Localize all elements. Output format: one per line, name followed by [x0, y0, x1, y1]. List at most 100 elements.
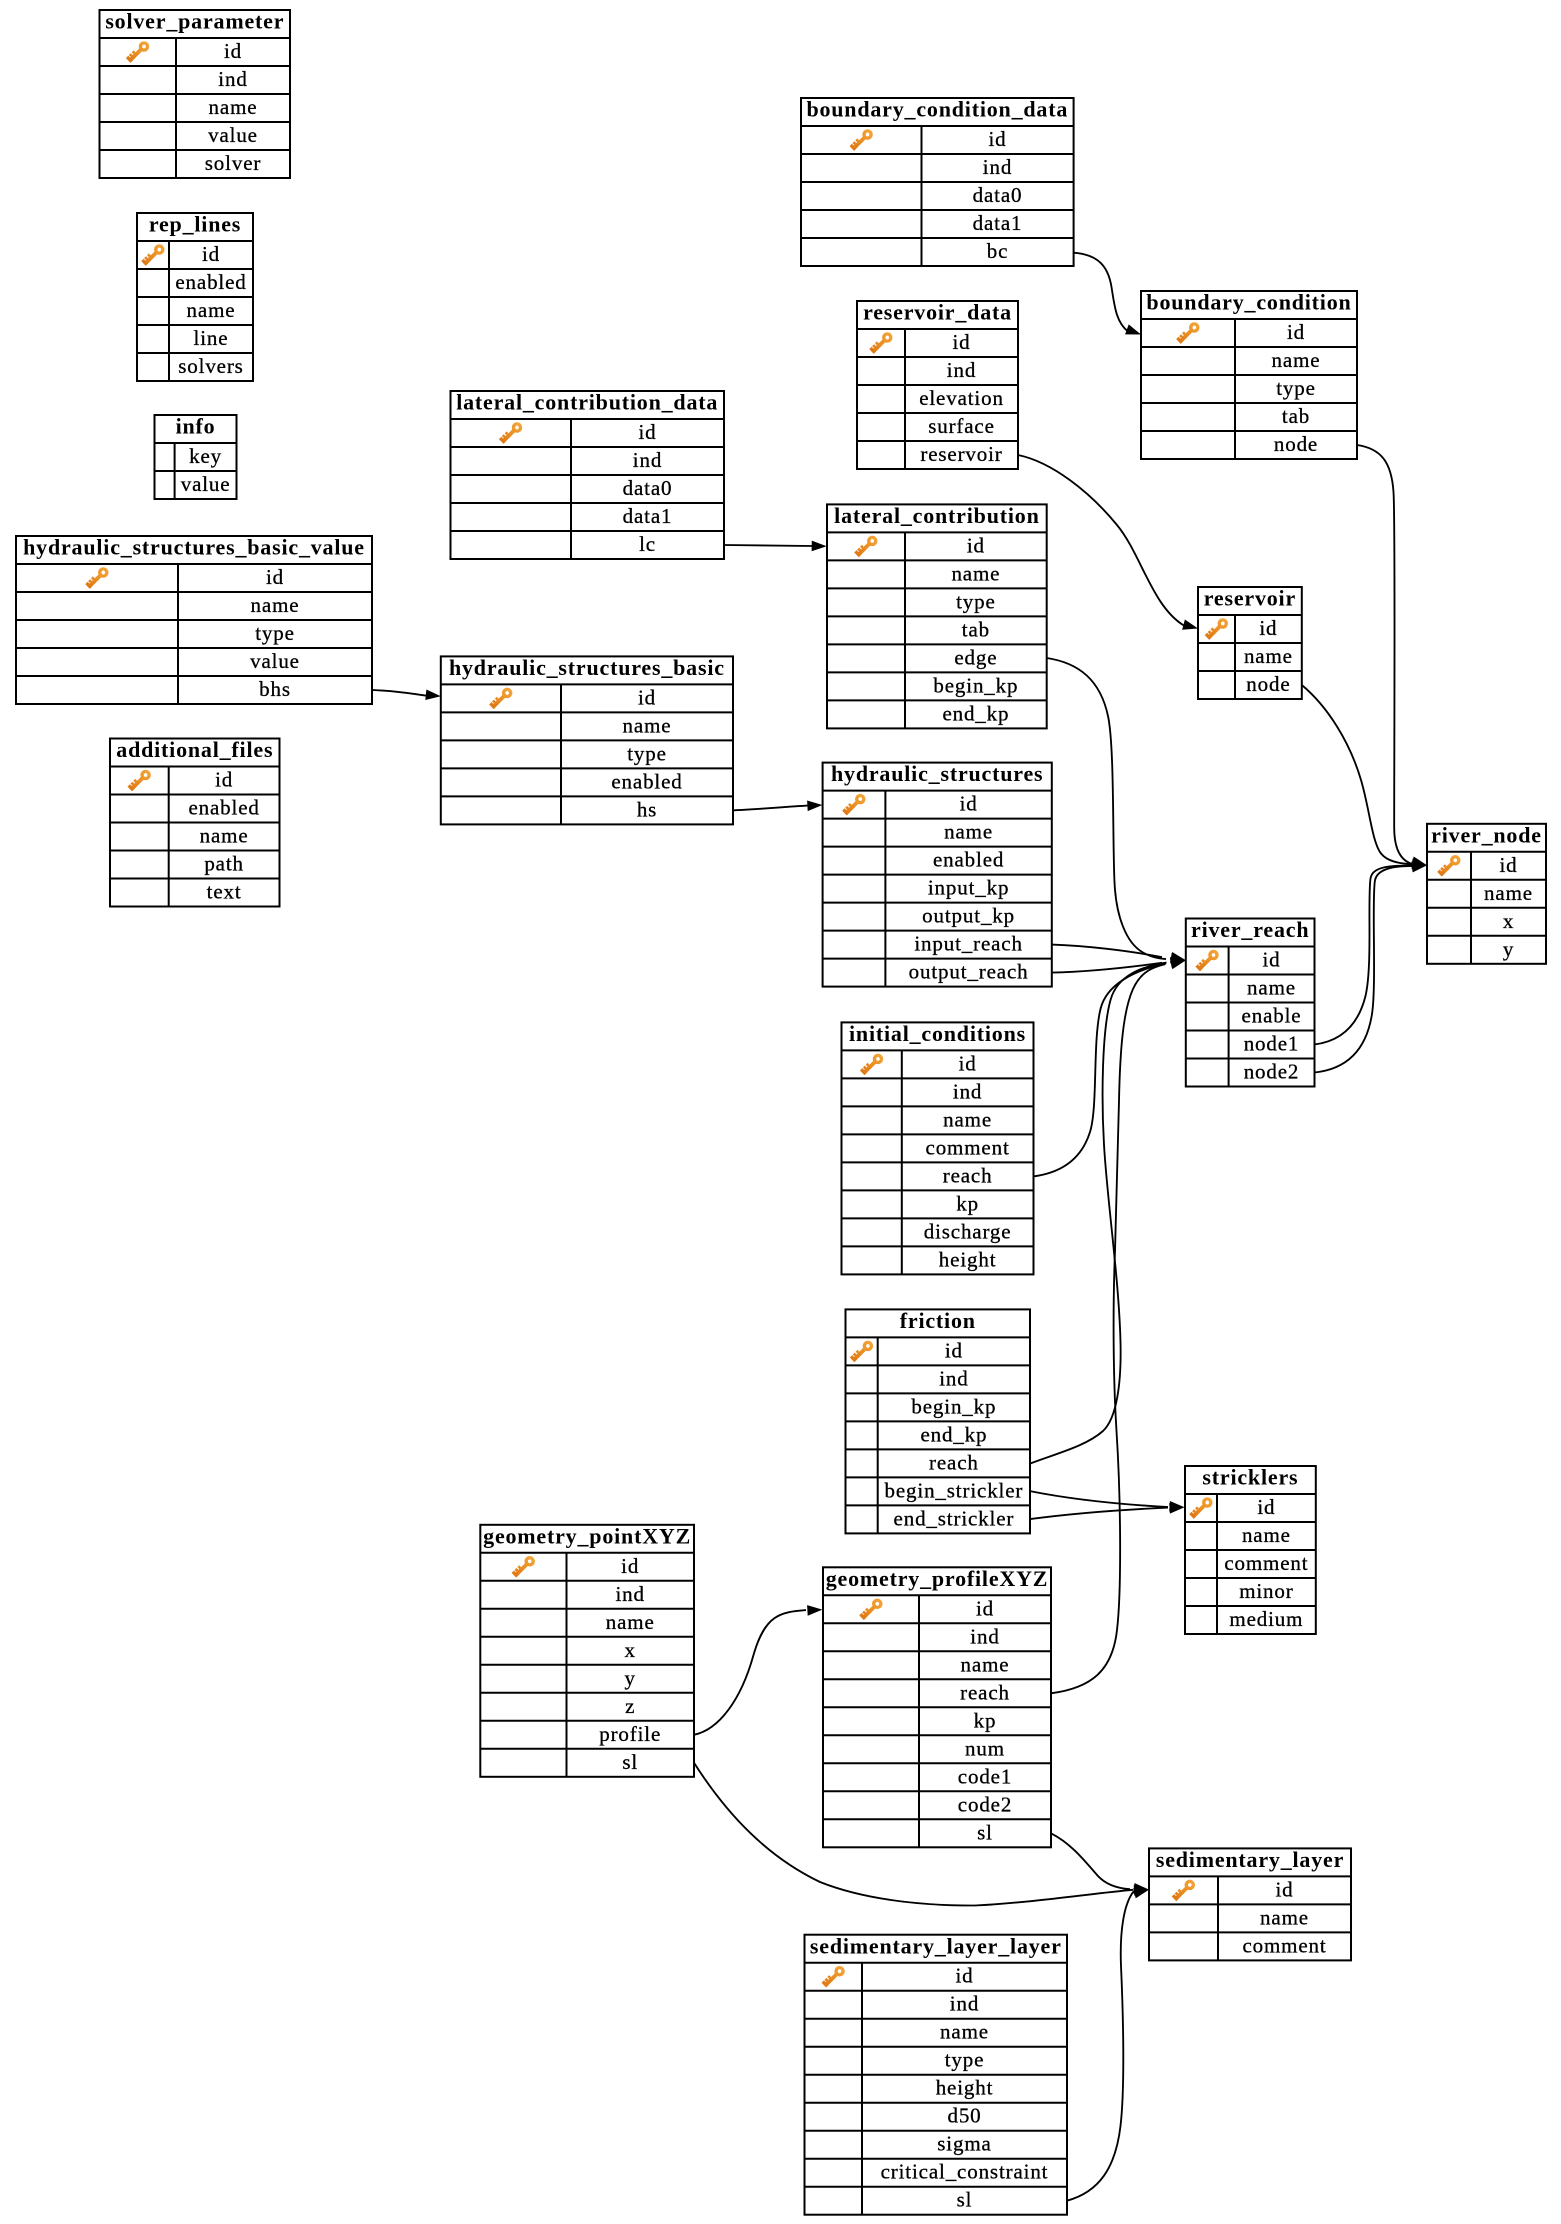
svg-text:hydraulic_structures_basic: hydraulic_structures_basic — [449, 655, 725, 680]
svg-text:sedimentary_layer: sedimentary_layer — [1156, 1847, 1344, 1872]
svg-text:text: text — [207, 880, 242, 904]
svg-text:node: node — [1274, 432, 1318, 456]
svg-text:solver_parameter: solver_parameter — [105, 9, 284, 34]
svg-text:additional_files: additional_files — [116, 737, 273, 762]
svg-text:comment: comment — [1242, 1933, 1326, 1957]
svg-text:enabled: enabled — [188, 796, 259, 820]
svg-text:geometry_pointXYZ: geometry_pointXYZ — [483, 1523, 691, 1548]
svg-text:info: info — [176, 414, 216, 439]
svg-text:code2: code2 — [958, 1792, 1012, 1816]
svg-text:critical_constraint: critical_constraint — [881, 2160, 1049, 2184]
svg-text:ind: ind — [970, 1624, 999, 1648]
svg-text:surface: surface — [928, 414, 995, 438]
svg-text:id: id — [1262, 948, 1280, 972]
svg-text:ind: ind — [950, 1992, 979, 2016]
svg-text:node2: node2 — [1244, 1060, 1300, 1084]
svg-text:id: id — [955, 1964, 973, 1988]
svg-text:boundary_condition: boundary_condition — [1146, 290, 1351, 315]
svg-text:id: id — [960, 792, 978, 816]
svg-text:hydraulic_structures_basic_val: hydraulic_structures_basic_value — [23, 535, 365, 560]
svg-text:data0: data0 — [973, 183, 1023, 207]
svg-text:ind: ind — [939, 1366, 968, 1390]
svg-text:value: value — [181, 472, 231, 496]
svg-text:name: name — [623, 713, 672, 737]
svg-text:z: z — [625, 1694, 635, 1718]
svg-text:id: id — [1499, 853, 1517, 877]
svg-text:rep_lines: rep_lines — [149, 212, 241, 237]
svg-text:sedimentary_layer_layer: sedimentary_layer_layer — [810, 1933, 1062, 1958]
svg-text:reach: reach — [960, 1680, 1010, 1704]
svg-text:id: id — [945, 1338, 963, 1362]
svg-text:id: id — [1257, 1495, 1275, 1519]
svg-text:id: id — [1287, 320, 1305, 344]
svg-text:key: key — [189, 444, 222, 468]
svg-text:id: id — [959, 1051, 977, 1075]
svg-text:comment: comment — [926, 1135, 1010, 1159]
svg-text:data1: data1 — [973, 211, 1023, 235]
svg-text:reservoir_data: reservoir_data — [863, 300, 1012, 325]
svg-text:lateral_contribution_data: lateral_contribution_data — [456, 390, 718, 415]
svg-text:type: type — [945, 2048, 985, 2072]
svg-text:friction: friction — [900, 1308, 976, 1333]
svg-text:enable: enable — [1242, 1004, 1302, 1028]
svg-text:tab: tab — [1282, 404, 1310, 428]
svg-text:data0: data0 — [623, 476, 673, 500]
svg-text:enabled: enabled — [933, 848, 1004, 872]
svg-text:id: id — [1275, 1877, 1293, 1901]
svg-text:ind: ind — [983, 155, 1012, 179]
svg-text:id: id — [621, 1554, 639, 1578]
svg-text:id: id — [224, 39, 242, 63]
svg-text:name: name — [943, 1107, 992, 1131]
svg-text:id: id — [967, 533, 985, 557]
svg-text:initial_conditions: initial_conditions — [849, 1021, 1026, 1046]
svg-text:medium: medium — [1229, 1607, 1303, 1631]
svg-text:node: node — [1246, 672, 1290, 696]
svg-text:id: id — [1259, 616, 1277, 640]
svg-text:name: name — [1260, 1905, 1309, 1929]
svg-text:data1: data1 — [623, 504, 673, 528]
svg-text:kp: kp — [956, 1191, 979, 1215]
svg-text:sl: sl — [622, 1750, 638, 1774]
svg-text:sl: sl — [957, 2188, 973, 2212]
svg-text:lc: lc — [639, 532, 656, 556]
svg-text:reach: reach — [929, 1450, 979, 1474]
svg-text:name: name — [606, 1610, 655, 1634]
svg-text:id: id — [976, 1596, 994, 1620]
svg-text:input_kp: input_kp — [928, 876, 1009, 900]
svg-text:type: type — [956, 589, 996, 613]
svg-text:reach: reach — [943, 1163, 993, 1187]
svg-text:id: id — [638, 685, 656, 709]
svg-text:comment: comment — [1224, 1551, 1308, 1575]
svg-text:sigma: sigma — [937, 2132, 991, 2156]
svg-text:end_kp: end_kp — [942, 701, 1009, 725]
svg-text:name: name — [200, 824, 249, 848]
svg-text:height: height — [939, 1247, 997, 1271]
svg-text:x: x — [1503, 909, 1514, 933]
svg-text:name: name — [187, 298, 236, 322]
svg-text:path: path — [204, 852, 244, 876]
svg-text:ind: ind — [947, 358, 976, 382]
svg-text:name: name — [251, 593, 300, 617]
svg-text:code1: code1 — [958, 1764, 1012, 1788]
svg-text:name: name — [1272, 348, 1321, 372]
svg-text:hydraulic_structures: hydraulic_structures — [831, 761, 1043, 786]
svg-text:tab: tab — [962, 617, 990, 641]
svg-text:ind: ind — [633, 448, 662, 472]
svg-text:height: height — [936, 2076, 994, 2100]
svg-text:y: y — [625, 1666, 636, 1690]
svg-text:lateral_contribution: lateral_contribution — [834, 503, 1039, 528]
svg-text:profile: profile — [599, 1722, 661, 1746]
svg-text:solver: solver — [205, 151, 261, 175]
svg-text:ind: ind — [616, 1582, 645, 1606]
svg-text:name: name — [944, 820, 993, 844]
svg-text:stricklers: stricklers — [1202, 1465, 1298, 1490]
svg-text:reservoir: reservoir — [920, 442, 1002, 466]
svg-text:value: value — [208, 123, 258, 147]
svg-text:id: id — [988, 127, 1006, 151]
svg-text:bhs: bhs — [259, 677, 291, 701]
svg-text:output_reach: output_reach — [909, 960, 1029, 984]
svg-text:d50: d50 — [947, 2104, 981, 2128]
svg-text:river_node: river_node — [1431, 822, 1542, 847]
svg-text:name: name — [1484, 881, 1533, 905]
svg-text:ind: ind — [953, 1079, 982, 1103]
